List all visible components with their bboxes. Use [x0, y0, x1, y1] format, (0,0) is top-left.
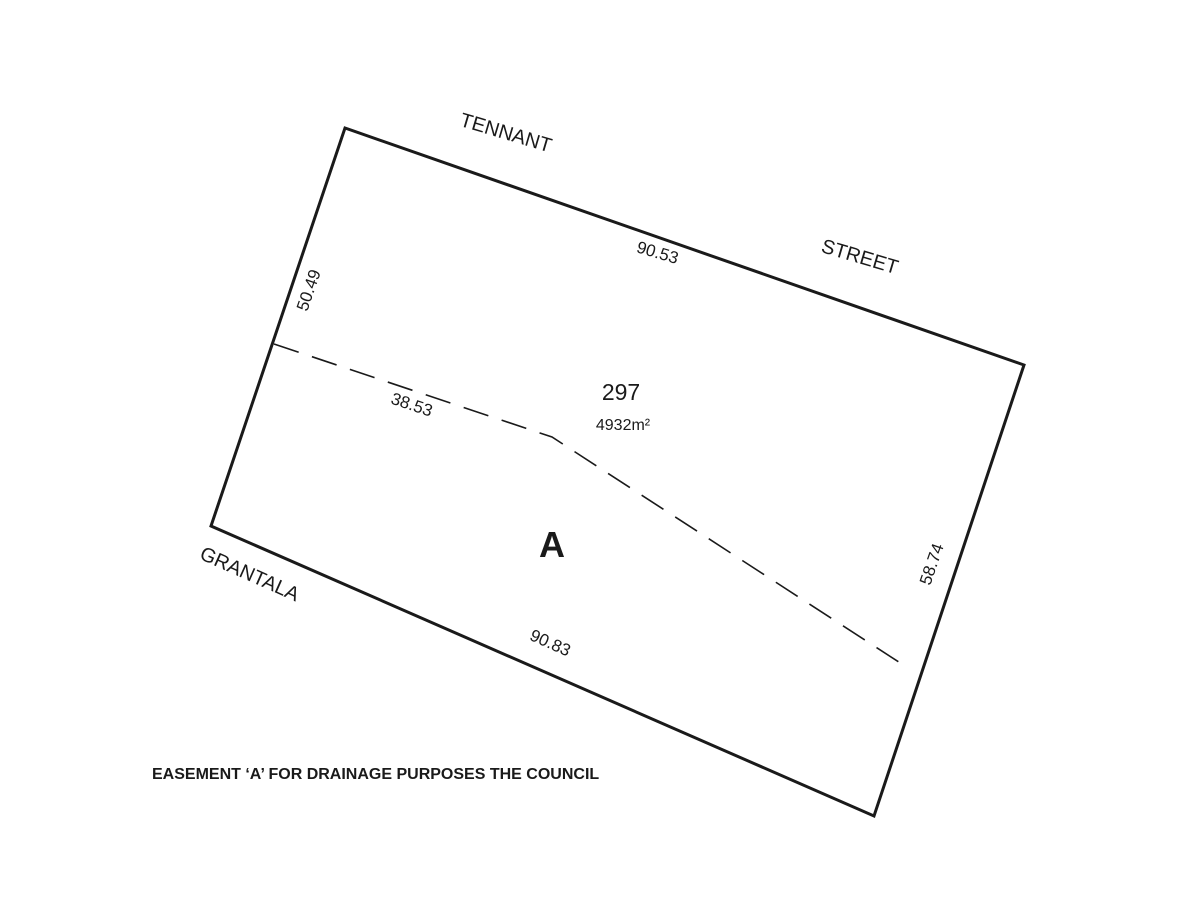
street-label-grantala: GRANTALA [196, 543, 303, 607]
dimension-south: 90.83 [527, 626, 574, 661]
easement-note: EASEMENT ‘A’ FOR DRAINAGE PURPOSES THE C… [152, 766, 599, 783]
dimension-east: 58.74 [916, 541, 948, 587]
street-label-tennant: TENNANT [457, 109, 554, 157]
dimension-easement-segment: 38.53 [389, 389, 435, 421]
dimension-west: 50.49 [293, 267, 325, 313]
easement-letter: A [539, 524, 565, 565]
easement-boundary-line [273, 343, 909, 669]
lot-boundary [209, 126, 1026, 819]
lot-number: 297 [602, 379, 640, 405]
street-label-street: STREET [819, 235, 901, 279]
lot-area: 4932m² [596, 417, 651, 434]
